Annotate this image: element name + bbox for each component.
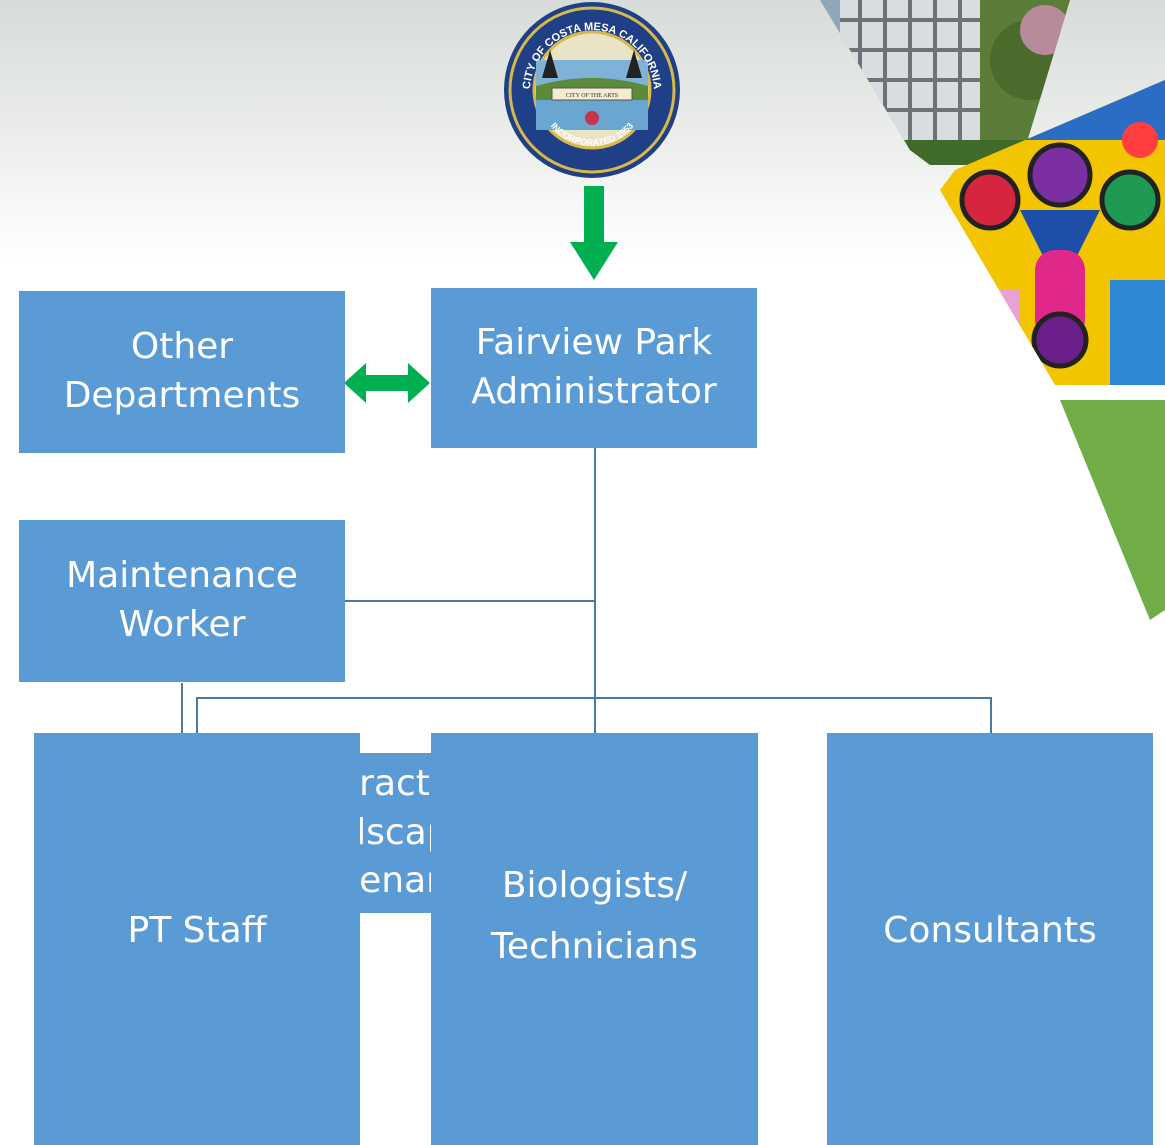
seal-banner-text: CITY OF THE ARTS [566, 93, 618, 99]
connector-bottom-horizontal [196, 697, 992, 699]
green-accent-shape [1060, 400, 1165, 620]
node-label: Consultants [883, 910, 1097, 951]
node-maintenance-worker: Maintenance Worker [19, 520, 345, 682]
decorative-photo-collage [820, 0, 1165, 620]
node-label: Other Departments [63, 326, 301, 416]
node-other-departments: Other Departments [19, 291, 345, 453]
node-label: Biologists/ Technicians [491, 865, 698, 968]
connector-pt-staff [196, 697, 198, 733]
node-label: PT Staff [127, 910, 267, 951]
city-seal-logo: CITY OF COSTA MESA CALIFORNIA INCORPORAT… [504, 2, 680, 178]
connector-main-vertical [594, 448, 596, 733]
double-arrow-icon [344, 363, 430, 403]
node-label: Maintenance Worker [66, 555, 298, 645]
node-pt-staff: PT Staff [34, 733, 360, 1145]
node-biologists-technicians: Biologists/ Technicians [431, 733, 758, 1145]
node-consultants: Consultants [827, 733, 1153, 1145]
connector-maintenance [345, 600, 596, 602]
node-label: Fairview Park Administrator [471, 322, 717, 412]
down-arrow-icon [570, 186, 618, 280]
node-fairview-park-administrator: Fairview Park Administrator [431, 288, 757, 448]
connector-consultants [990, 697, 992, 733]
